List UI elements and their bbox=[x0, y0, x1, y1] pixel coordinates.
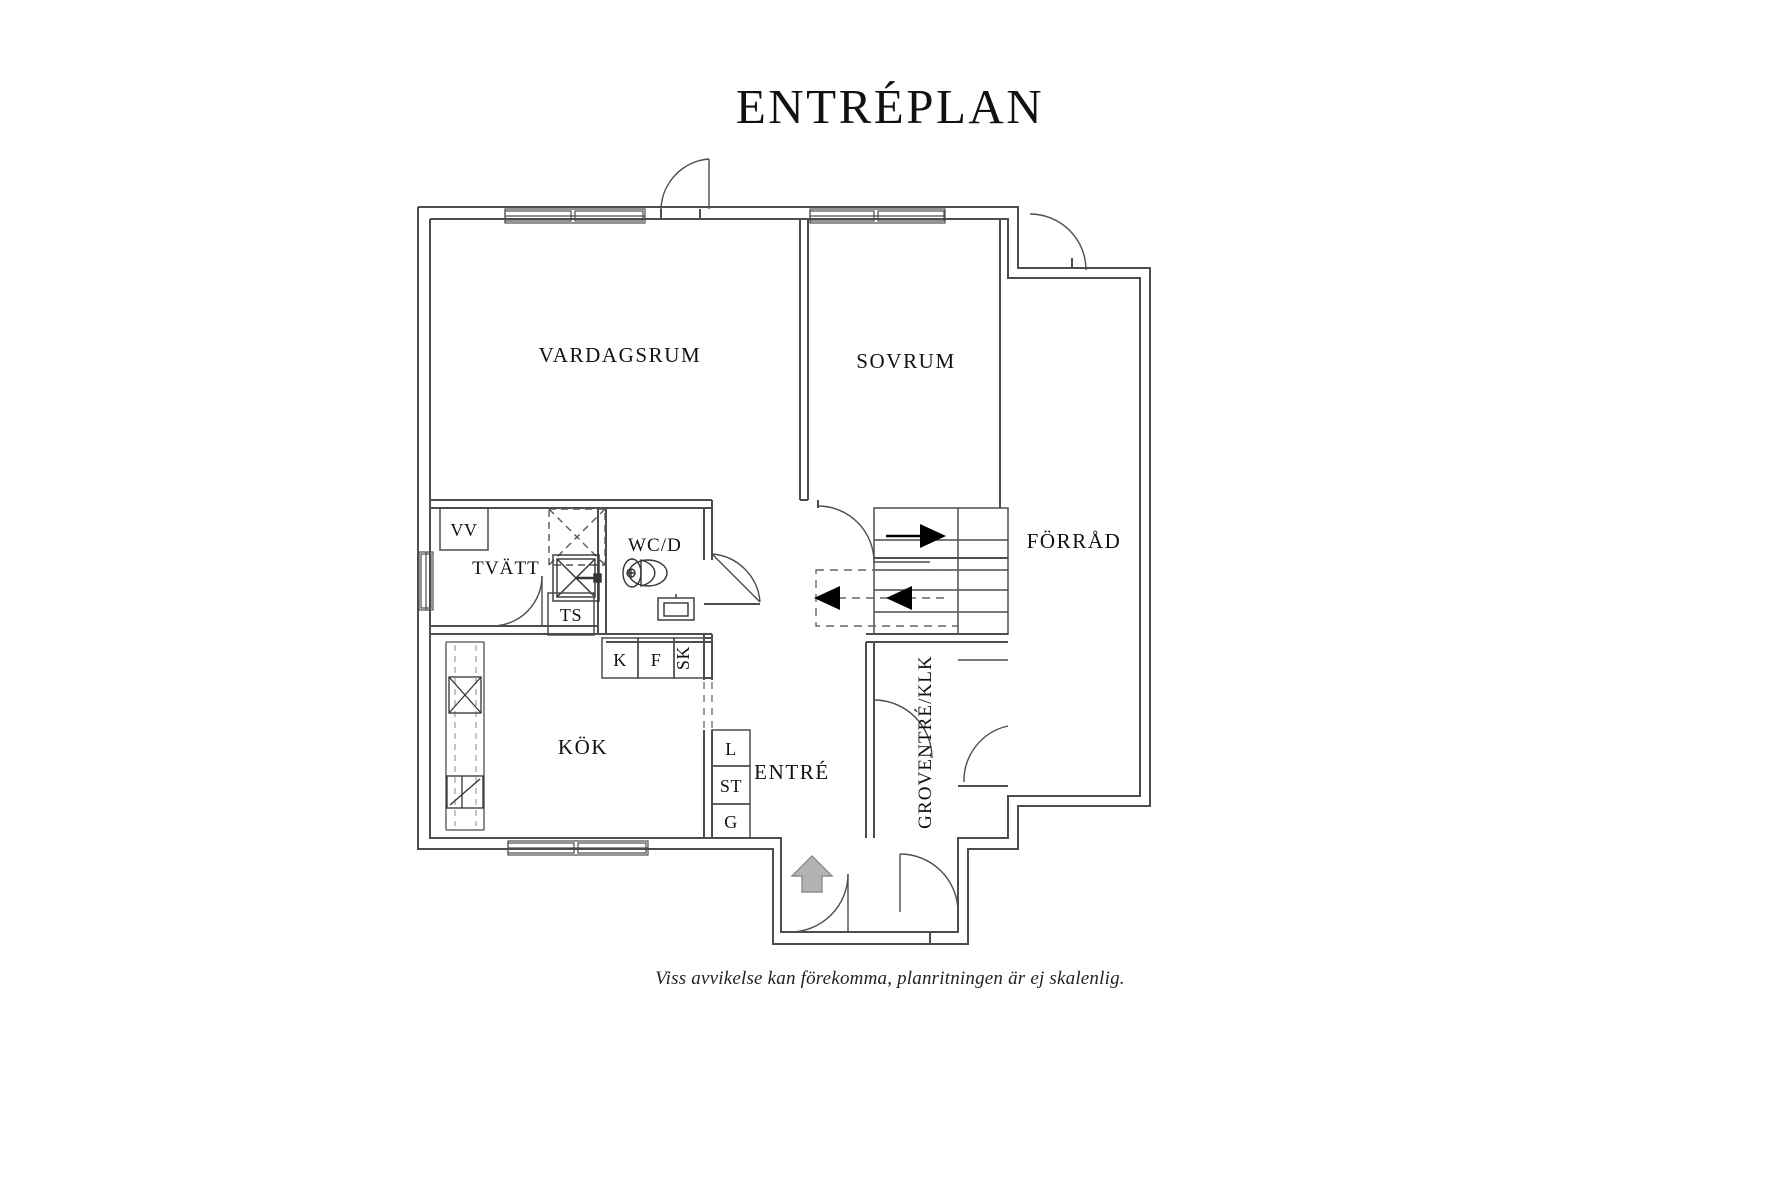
staircase bbox=[873, 507, 1009, 635]
washing-machine bbox=[552, 554, 602, 602]
fixture-label-ts: TS bbox=[560, 605, 582, 625]
door-swing bbox=[963, 725, 1009, 783]
ts-box bbox=[547, 592, 595, 636]
wash-basin bbox=[657, 594, 695, 621]
room-label-vardagsrum: VARDAGSRUM bbox=[539, 343, 702, 367]
page-title: ENTRÉPLAN bbox=[735, 79, 1045, 134]
room-label-sovrum: SOVRUM bbox=[856, 349, 955, 373]
door-swing bbox=[491, 575, 543, 627]
window-symbol bbox=[504, 208, 946, 224]
room-label-tvatt: TVÄTT bbox=[472, 558, 540, 579]
fixture-label-k: K bbox=[613, 650, 627, 670]
fixture-label-g: G bbox=[724, 812, 738, 832]
fixture-label-l: L bbox=[725, 739, 737, 759]
room-label-entre: ENTRÉ bbox=[754, 760, 830, 784]
door-swing bbox=[899, 853, 959, 913]
entrance-direction-arrow-up bbox=[790, 855, 834, 893]
disclaimer-note: Viss avvikelse kan förekomma, planritnin… bbox=[655, 968, 1125, 989]
radiator bbox=[446, 775, 484, 809]
fixture-label-st: ST bbox=[720, 776, 742, 796]
fixture-label-f: F bbox=[651, 650, 662, 670]
fixture-label-vv: VV bbox=[450, 520, 477, 540]
door-swing bbox=[789, 873, 849, 933]
entry-closets bbox=[711, 729, 751, 839]
room-label-kok: KÖK bbox=[558, 735, 608, 759]
stair-direction-arrow-left bbox=[814, 586, 912, 610]
dashed-shower-box bbox=[548, 508, 606, 566]
window-symbol bbox=[418, 551, 434, 611]
room-label-wcd: WC/D bbox=[628, 535, 682, 556]
door-swing bbox=[660, 158, 710, 210]
dashed-divider bbox=[703, 682, 713, 730]
door-swing bbox=[817, 505, 930, 563]
stair-direction-arrow-right bbox=[920, 524, 946, 548]
vv-box bbox=[439, 507, 489, 551]
door-swing bbox=[1029, 213, 1087, 271]
door-swing bbox=[873, 699, 933, 759]
fixture-label-sk: SK bbox=[673, 646, 693, 670]
room-label-groventre-klk: GROVENTRÉ/KLK bbox=[914, 655, 936, 829]
stove-symbol bbox=[448, 676, 482, 714]
window-symbol bbox=[507, 840, 649, 856]
toilet bbox=[622, 558, 668, 588]
room-label-forrad: FÖRRÅD bbox=[1027, 529, 1122, 553]
kitchen-counter bbox=[445, 641, 485, 831]
door-swing bbox=[711, 553, 761, 603]
wall-lines bbox=[417, 158, 1151, 945]
